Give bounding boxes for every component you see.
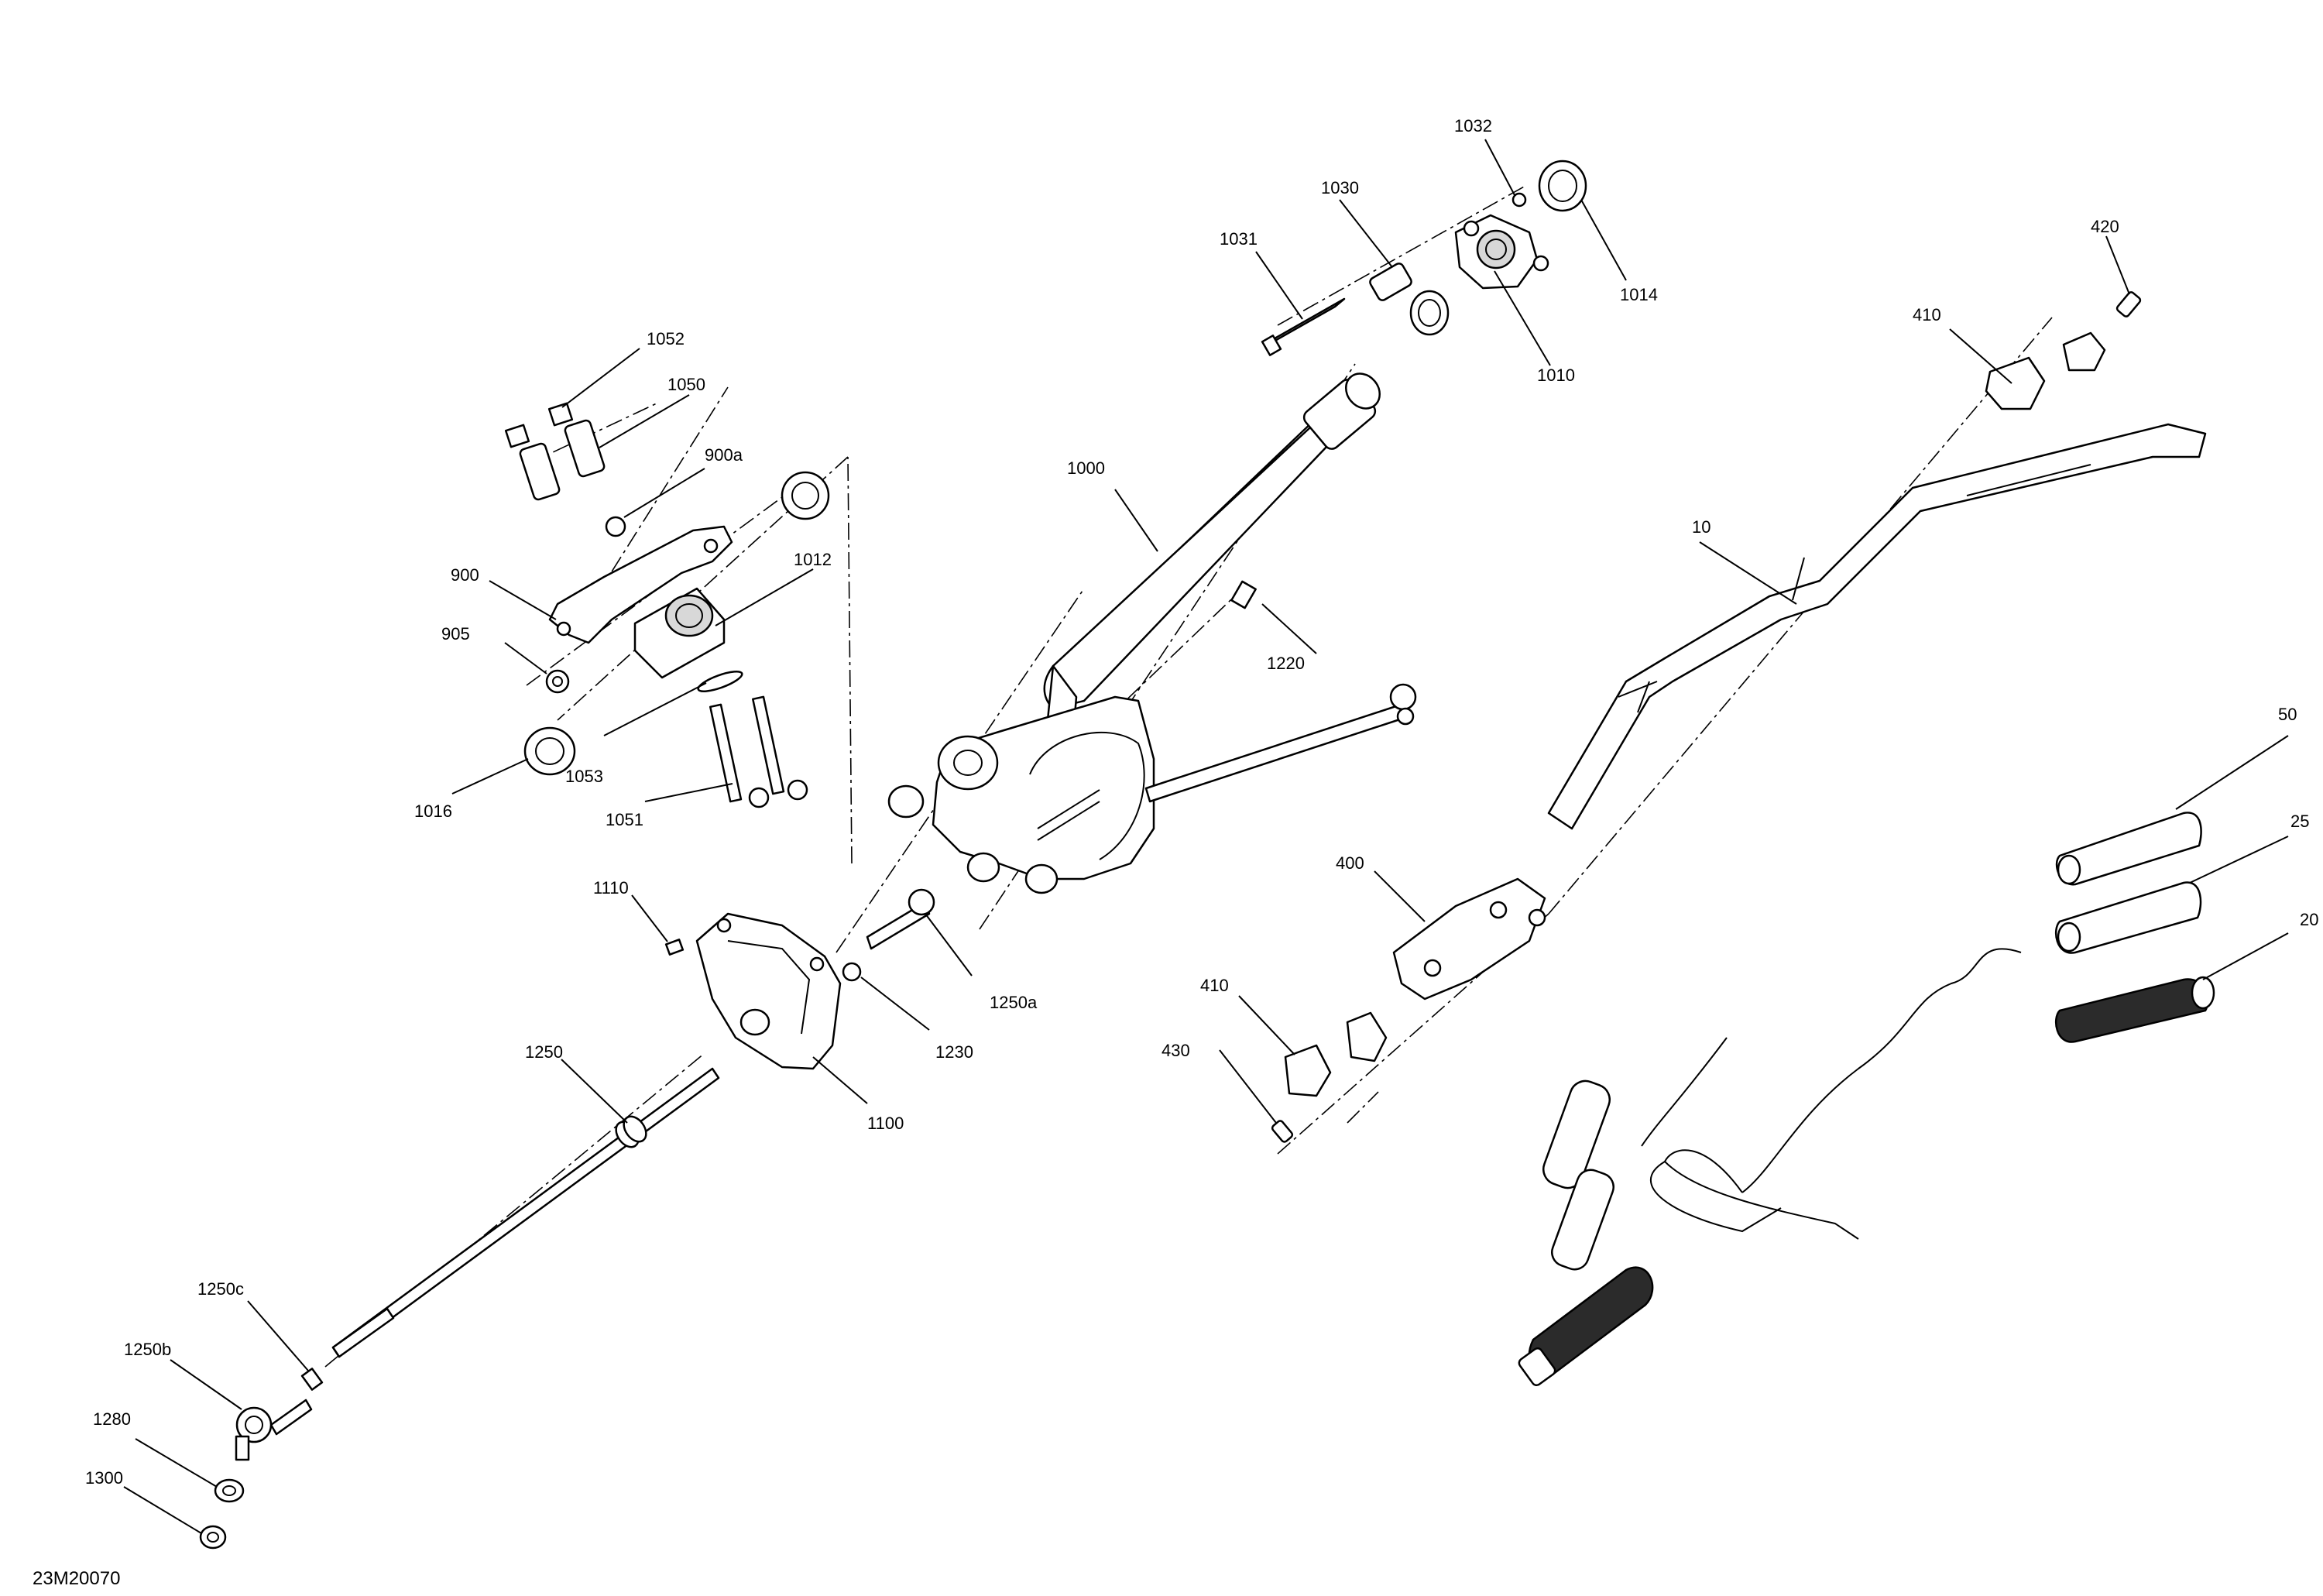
block-1012 [633, 587, 726, 679]
callout-1000: 1000 [1067, 458, 1105, 478]
diagram-id: 23M20070 [33, 1568, 120, 1589]
callout-900a: 900a [705, 445, 743, 465]
screw-1032 [1511, 192, 1527, 208]
callout-1050: 1050 [667, 375, 705, 394]
tie-rod-end-1250a [866, 888, 935, 950]
bolts-1051 [709, 695, 808, 808]
nut-905 [545, 669, 570, 694]
seal-top [781, 471, 830, 520]
washer-1053 [697, 671, 743, 692]
clamp-1010 [1454, 214, 1549, 290]
gear-housing [887, 695, 1155, 894]
clip-1250c [300, 1368, 324, 1391]
callout-1052: 1052 [647, 329, 685, 348]
pin-900a [605, 516, 626, 537]
callout-1250c: 1250c [197, 1279, 244, 1299]
screw-420 [2115, 291, 2142, 317]
callout-1280: 1280 [93, 1409, 131, 1429]
tie-rod-end-1250b [235, 1399, 313, 1461]
callout-1016: 1016 [414, 801, 452, 821]
washer-1280 [214, 1478, 245, 1503]
callout-1051: 1051 [606, 810, 643, 829]
clamp-410-bottom [1284, 1011, 1388, 1097]
callout-10: 10 [1692, 517, 1711, 537]
nut-1300 [199, 1525, 227, 1550]
grip-wiring [1641, 948, 2022, 1240]
callout-1010: 1010 [1537, 366, 1575, 385]
ring-1014 [1538, 160, 1587, 212]
callout-1031: 1031 [1220, 229, 1258, 249]
callout-1250b: 1250b [124, 1340, 171, 1359]
callout-1012: 1012 [794, 550, 832, 569]
nut-1052 [504, 402, 574, 448]
callout-410-bottom: 410 [1200, 976, 1229, 995]
tie-rod [1144, 683, 1417, 803]
callout-1220: 1220 [1267, 654, 1305, 673]
bracket-900 [548, 525, 733, 644]
callout-1110: 1110 [593, 878, 629, 898]
callout-1250a: 1250a [990, 993, 1038, 1012]
callout-1053: 1053 [565, 767, 603, 786]
callout-400: 400 [1336, 853, 1364, 873]
clamp-410-top [1985, 331, 2106, 410]
handlebar-10 [1547, 423, 2207, 830]
callout-900: 900 [451, 565, 479, 585]
cover-1100 [695, 912, 842, 1070]
shaft-1250 [331, 1067, 720, 1358]
callout-50: 50 [2278, 705, 2297, 724]
callout-25: 25 [2290, 812, 2309, 831]
callout-430: 430 [1162, 1041, 1190, 1060]
bushing-1050 [519, 419, 606, 501]
steering-column-1000 [1043, 372, 1381, 745]
grip-25 [2054, 881, 2202, 954]
callout-1230: 1230 [935, 1042, 973, 1062]
clamp-400 [1392, 877, 1546, 1001]
callout-410-top: 410 [1913, 305, 1941, 324]
grip-20 [2054, 976, 2215, 1043]
screw-1110 [664, 939, 685, 956]
callout-1100: 1100 [867, 1114, 904, 1133]
bushing-ring [1409, 290, 1450, 336]
leader-lines [123, 139, 2289, 1534]
callout-20: 20 [2300, 910, 2318, 929]
callout-1032: 1032 [1454, 116, 1492, 136]
callout-1014: 1014 [1620, 285, 1658, 304]
bolt-1220 [1230, 580, 1257, 609]
nut-1230 [842, 962, 862, 982]
callout-1250: 1250 [525, 1042, 563, 1062]
spacer-1030 [1369, 263, 1412, 301]
callout-1300: 1300 [85, 1468, 123, 1488]
heated-grip-left [1518, 1079, 1654, 1387]
bolt-1031 [1261, 297, 1346, 356]
screw-430 [1271, 1120, 1294, 1143]
callout-420: 420 [2091, 217, 2119, 236]
callout-905: 905 [441, 624, 470, 644]
grip-50 [2055, 812, 2202, 886]
ring-1016 [523, 726, 576, 776]
callout-labels: 1032 1030 1031 1014 1010 420 410 1052 10… [85, 116, 2318, 1488]
callout-1030: 1030 [1321, 178, 1359, 197]
